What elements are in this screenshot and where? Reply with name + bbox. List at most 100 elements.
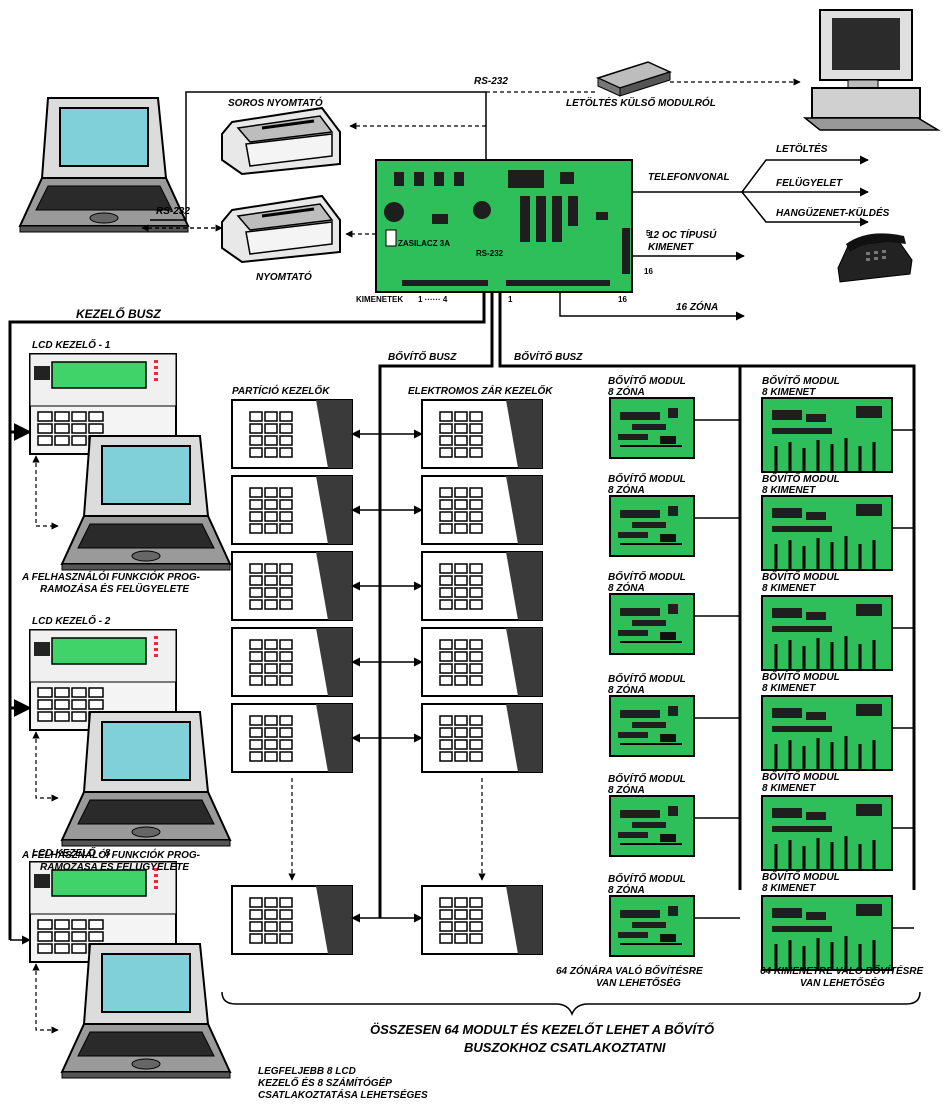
label-download-ext: LETÖLTÉS KÜLSŐ MODULRÓL — [566, 96, 716, 109]
label-power: ZASILACZ 3A — [398, 239, 450, 248]
label-out-exp-1: 64 KIMENETRE VALÓ BŐVÍTÉSRE — [760, 964, 924, 977]
output-module-label-5: BŐVÍTŐ MODUL — [762, 770, 840, 783]
label-zone-start: 1 — [508, 295, 513, 304]
label-zone-exp-2: VAN LEHETŐSÉG — [596, 976, 681, 989]
label-out-range: 1 ······ 4 — [418, 295, 448, 304]
output-module-label-6: BŐVÍTŐ MODUL — [762, 870, 840, 883]
partition-keypad-4 — [231, 627, 353, 697]
label-oc-output-2: KIMENET — [648, 242, 694, 253]
output-module-sublabel-3: 8 KIMENET — [762, 583, 816, 594]
output-module-board-6 — [760, 894, 894, 972]
zone-module-label-2: BŐVÍTŐ MODUL — [608, 472, 686, 485]
zone-module-board-6 — [609, 895, 695, 957]
partition-keypad-2 — [231, 475, 353, 545]
label-lcd1: LCD KEZELŐ - 1 — [32, 338, 111, 351]
label-serial-printer: SOROS NYOMTATÓ — [228, 96, 323, 109]
label-total-1: ÖSSZESEN 64 MODULT ÉS KEZELŐT LEHET A BŐ… — [370, 1022, 714, 1037]
label-max-lcd-2: KEZELŐ ÉS 8 SZÁMÍTÓGÉP — [258, 1076, 392, 1089]
desktop-pc-icon — [802, 9, 941, 131]
laptop-icon-lcd8 — [61, 943, 231, 1079]
zone-module-label-6: BŐVÍTŐ MODUL — [608, 872, 686, 885]
zone-module-label-5: BŐVÍTŐ MODUL — [608, 772, 686, 785]
partition-keypad-n — [231, 885, 353, 955]
output-module-label-2: BŐVÍTŐ MODUL — [762, 472, 840, 485]
zone-module-board-5 — [609, 795, 695, 857]
label-keypad-bus: KEZELŐ BUSZ — [76, 306, 161, 321]
label-rs232-board: RS-232 — [476, 249, 504, 258]
label-zone-end: 16 — [618, 295, 627, 304]
label-lcd8: LCD KEZELŐ - 8 — [32, 846, 111, 859]
zone-module-board-1 — [609, 397, 695, 459]
zone-module-sublabel-3: 8 ZÓNA — [608, 581, 645, 594]
label-oc-output-1: 12 OC TÍPUSÚ — [648, 228, 717, 241]
zone-module-sublabel-2: 8 ZÓNA — [608, 483, 645, 496]
label-phone-line: TELEFONVONAL — [648, 172, 730, 183]
label-lcd2: LCD KEZELŐ - 2 — [32, 614, 111, 627]
lock-keypad-2 — [421, 475, 543, 545]
output-module-label-3: BŐVÍTŐ MODUL — [762, 570, 840, 583]
label-user-func-a2: RAMOZÁSA ÉS FELÜGYELETE — [40, 582, 189, 595]
main-control-board — [375, 159, 633, 293]
label-out-exp-2: VAN LEHETŐSÉG — [800, 976, 885, 989]
lock-keypad-5 — [421, 703, 543, 773]
label-rs232-left: RS-232 — [156, 206, 190, 217]
laptop-icon-lcd2 — [61, 711, 231, 847]
label-max-lcd-1: LEGFELJEBB 8 LCD — [258, 1066, 356, 1077]
lock-keypad-1 — [421, 399, 543, 469]
telephone-icon — [837, 233, 913, 283]
output-module-sublabel-6: 8 KIMENET — [762, 883, 816, 894]
label-zone-exp-1: 64 ZÓNÁRA VALÓ BŐVÍTÉSRE — [556, 964, 703, 977]
output-module-sublabel-4: 8 KIMENET — [762, 683, 816, 694]
lock-keypad-n — [421, 885, 543, 955]
label-printer: NYOMTATÓ — [256, 270, 312, 283]
printer-icon — [220, 194, 342, 264]
output-module-sublabel-1: 8 KIMENET — [762, 387, 816, 398]
zone-module-board-3 — [609, 593, 695, 655]
zone-module-sublabel-1: 8 ZÓNA — [608, 385, 645, 398]
laptop-icon-lcd1 — [61, 435, 231, 571]
partition-keypad-1 — [231, 399, 353, 469]
label-expansion-bus-2: BŐVÍTŐ BUSZ — [514, 350, 583, 363]
modem-icon — [595, 61, 673, 97]
partition-keypad-3 — [231, 551, 353, 621]
output-module-label-4: BŐVÍTŐ MODUL — [762, 670, 840, 683]
lock-keypad-4 — [421, 627, 543, 697]
output-module-board-4 — [760, 694, 894, 772]
label-zone16: 16 ZÓNA — [676, 300, 718, 313]
output-module-sublabel-5: 8 KIMENET — [762, 783, 816, 794]
zone-module-board-4 — [609, 695, 695, 757]
label-user-func-b2: RAMOZÁSA ÉS FELÜGYELETE — [40, 860, 189, 873]
label-supervision: FELÜGYELET — [776, 176, 843, 189]
label-pin5: 5 — [646, 229, 651, 238]
zone-module-board-2 — [609, 495, 695, 557]
label-rs232-top: RS-232 — [474, 76, 508, 87]
label-user-func-a1: A FELHASZNÁLÓI FUNKCIÓK PROG- — [21, 570, 201, 583]
output-module-board-3 — [760, 594, 894, 672]
label-download: LETÖLTÉS — [776, 142, 828, 155]
label-partition-keypads: PARTÍCIÓ KEZELŐK — [232, 384, 330, 397]
output-module-board-2 — [760, 494, 894, 572]
lock-keypad-3 — [421, 551, 543, 621]
label-outputs: KIMENETEK — [356, 295, 403, 304]
partition-keypad-5 — [231, 703, 353, 773]
output-module-label-1: BŐVÍTŐ MODUL — [762, 374, 840, 387]
label-lock-keypads: ELEKTROMOS ZÁR KEZELŐK — [408, 384, 553, 397]
label-voice-msg: HANGÜZENET-KÜLDÉS — [776, 206, 890, 219]
serial-printer-icon — [220, 106, 342, 176]
zone-module-label-3: BŐVÍTŐ MODUL — [608, 570, 686, 583]
zone-module-sublabel-5: 8 ZÓNA — [608, 783, 645, 796]
output-module-sublabel-2: 8 KIMENET — [762, 485, 816, 496]
zone-module-label-4: BŐVÍTŐ MODUL — [608, 672, 686, 685]
label-user-func-b1: A FELHASZNÁLÓI FUNKCIÓK PROG- — [21, 848, 201, 861]
label-total-2: BUSZOKHOZ CSATLAKOZTATNI — [464, 1040, 666, 1055]
output-module-board-5 — [760, 794, 894, 872]
label-expansion-bus-1: BŐVÍTŐ BUSZ — [388, 350, 457, 363]
bottom-brace — [221, 991, 921, 1017]
label-max-lcd-3: CSATLAKOZTATÁSA LEHETSÉGES — [258, 1088, 428, 1101]
zone-module-label-1: BŐVÍTŐ MODUL — [608, 374, 686, 387]
zone-module-sublabel-6: 8 ZÓNA — [608, 883, 645, 896]
label-pin16: 16 — [644, 267, 653, 276]
zone-module-sublabel-4: 8 ZÓNA — [608, 683, 645, 696]
output-module-board-1 — [760, 396, 894, 474]
